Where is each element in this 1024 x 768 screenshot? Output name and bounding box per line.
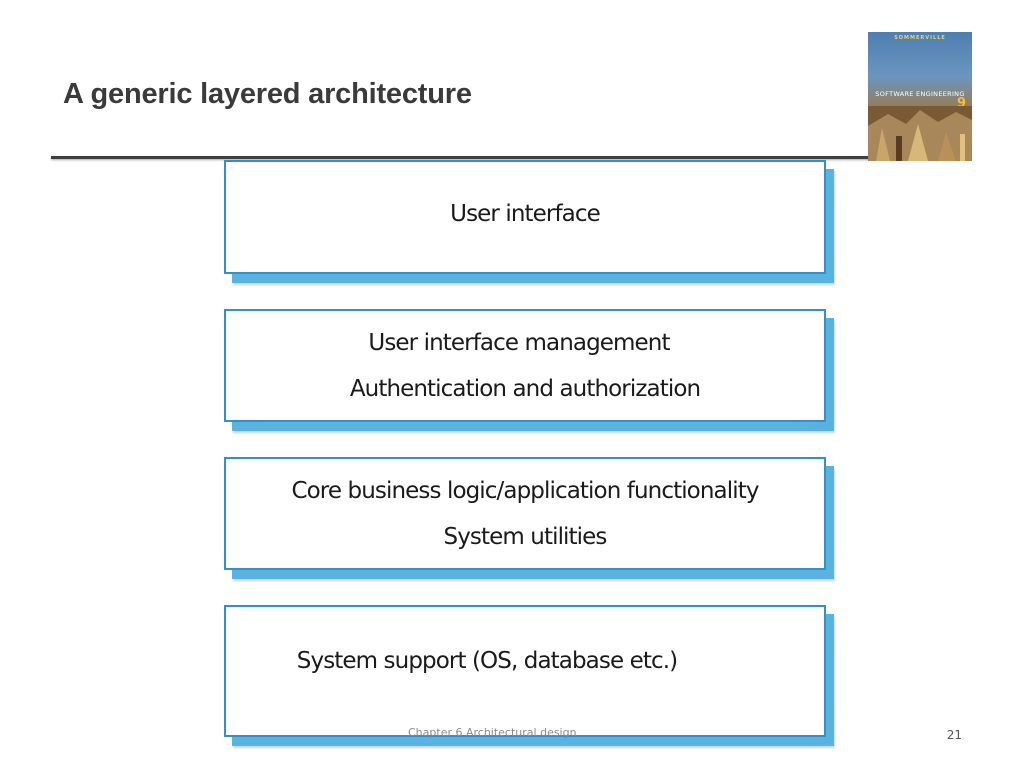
layer-system-support: System support (OS, database etc.) xyxy=(224,605,826,737)
layer-user-interface: User interface xyxy=(224,160,826,274)
book-cover-edition: 9 xyxy=(956,96,966,111)
slide-footer: Chapter 6 Architectural design xyxy=(408,726,577,739)
layer-label: User interface xyxy=(450,201,601,227)
layer-label: System support (OS, database etc.) xyxy=(296,648,678,674)
slide-title: A generic layered architecture xyxy=(63,78,472,110)
layer-label: Authentication and authorization xyxy=(349,375,701,402)
layer-ui-management: User interface management Authentication… xyxy=(224,309,826,422)
layer-label: User interface management xyxy=(368,329,670,356)
book-cover-image: SOMMERVILLE SOFTWARE ENGINEERING 9 xyxy=(868,32,972,161)
book-cover-author: SOMMERVILLE xyxy=(894,35,946,41)
layer-label: Core business logic/application function… xyxy=(291,477,759,504)
title-divider xyxy=(51,156,871,159)
book-cover-title: SOFTWARE ENGINEERING xyxy=(875,90,965,98)
book-cover-artwork xyxy=(868,106,972,161)
page-number: 21 xyxy=(946,728,962,742)
layer-label: System utilities xyxy=(443,523,608,550)
layer-core-business-logic: Core business logic/application function… xyxy=(224,457,826,570)
